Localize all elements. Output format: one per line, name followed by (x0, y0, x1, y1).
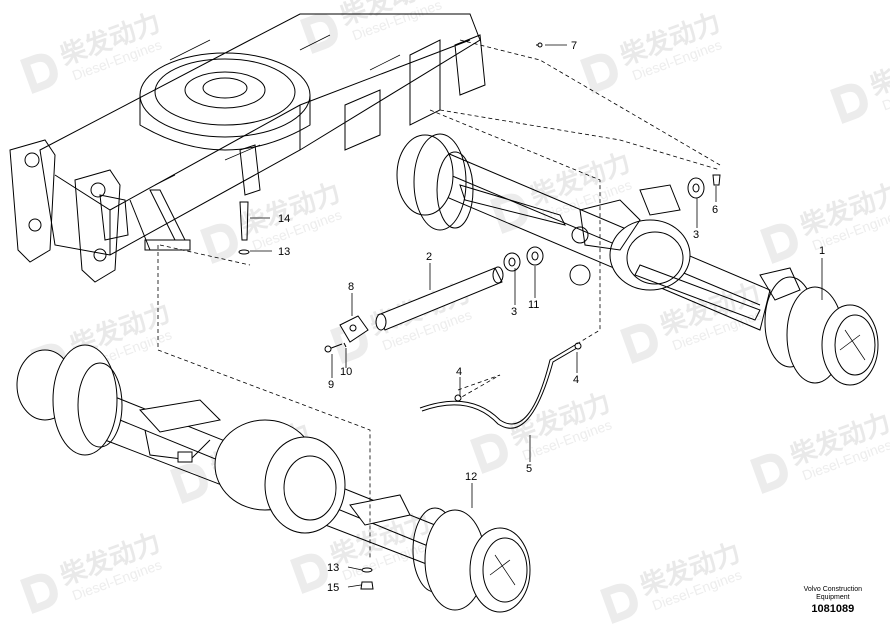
frame-brackets (9, 139, 261, 283)
watermark-logo-icon (200, 223, 238, 264)
callout-10: 10 (340, 366, 352, 378)
leader-lines (250, 44, 823, 588)
callout-14: 14 (278, 213, 290, 225)
watermark-logo-icon (20, 53, 58, 94)
watermark-logo-icon (580, 53, 618, 94)
drawing-number: 1081089 (811, 603, 855, 615)
watermark-logo-icon (20, 573, 58, 614)
machine-frame (9, 13, 486, 283)
callout-12: 12 (465, 471, 477, 483)
callout-11: 11 (528, 299, 539, 311)
watermark-logo-icon (750, 453, 788, 494)
watermark-logo-icon (600, 583, 638, 624)
rear-axle (396, 133, 879, 386)
callout-7: 7 (571, 40, 577, 52)
footer-company-line1: Volvo Construction (803, 586, 862, 593)
watermark-logo-icon (620, 323, 658, 364)
callout-4-left: 4 (456, 366, 462, 378)
watermark-logo-icon (170, 463, 208, 504)
watermark-logo-icon (470, 433, 508, 474)
callout-4-right: 4 (573, 374, 579, 386)
callout-9: 9 (328, 379, 334, 391)
callout-labels: 1 2 3 3 4 4 5 6 7 8 9 10 11 12 13 13 14 … (278, 40, 825, 594)
callout-5: 5 (526, 463, 532, 475)
callout-6: 6 (712, 204, 718, 216)
watermark-logo-icon (830, 83, 868, 124)
callout-2: 2 (426, 251, 432, 263)
callout-3-right: 3 (693, 229, 699, 241)
watermark-logo-icon (290, 553, 328, 594)
watermark-brand-cn: 柴发动力 (865, 37, 890, 102)
footer-company-line2: Equipment (816, 594, 850, 601)
loose-parts (238, 42, 721, 590)
watermark-logo-icon (760, 223, 798, 264)
callout-13-top: 13 (278, 246, 290, 258)
callout-15: 15 (327, 582, 339, 594)
assembly-lines (157, 39, 721, 560)
callout-13-bottom: 13 (327, 562, 339, 574)
drawing-footer: Volvo Construction Equipment 1081089 (804, 586, 862, 615)
front-axle (16, 344, 531, 613)
callout-8: 8 (348, 281, 354, 293)
callout-1: 1 (819, 245, 825, 257)
callout-3-left: 3 (511, 306, 517, 318)
watermark-logo-icon (300, 13, 338, 54)
